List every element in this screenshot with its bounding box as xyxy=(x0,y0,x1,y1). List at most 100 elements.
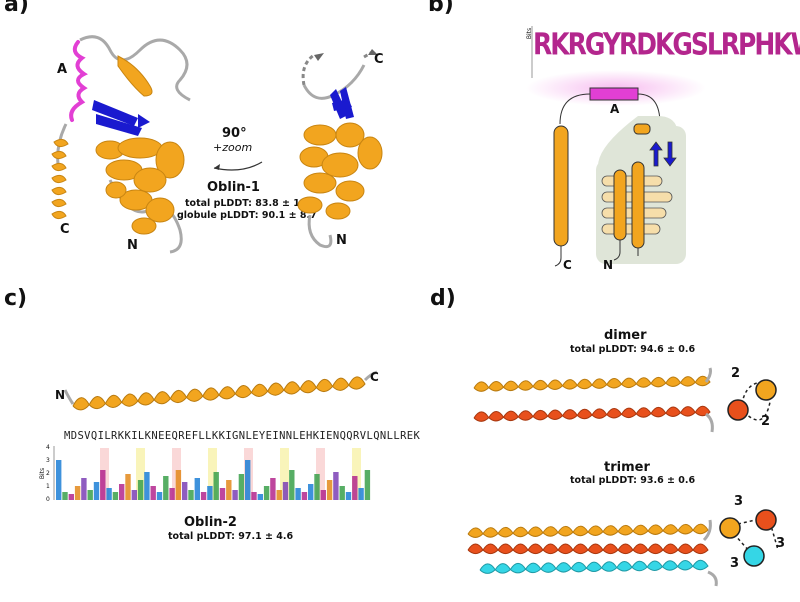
oblin2-helix xyxy=(63,370,378,411)
panel-a-label: a) xyxy=(4,0,29,17)
helix-turn xyxy=(169,389,188,404)
helix-turn xyxy=(616,561,633,572)
helix-turn xyxy=(332,377,350,391)
helix-turn xyxy=(503,380,519,392)
topology-n-terminus: N xyxy=(603,258,614,272)
helix-turn xyxy=(527,543,544,555)
helix-turn xyxy=(692,543,709,555)
logo-column xyxy=(320,490,326,500)
logo-column xyxy=(175,470,182,500)
helix-turn xyxy=(283,381,301,395)
logo-column xyxy=(289,470,295,500)
logo-column xyxy=(93,482,100,500)
helix-turn xyxy=(497,526,514,538)
helix-turn xyxy=(557,543,574,555)
dimer-contact-top: 2 xyxy=(731,366,741,381)
trimer-contact-top: 3 xyxy=(734,494,744,509)
helix-turn xyxy=(299,380,317,394)
topology-region-a: A xyxy=(610,102,620,116)
zoom-label: +zoom xyxy=(213,141,253,154)
logo-tick: 4 xyxy=(46,444,50,451)
dimer-title: dimer xyxy=(604,328,647,343)
logo-column xyxy=(295,488,301,500)
helix-turn xyxy=(497,543,514,555)
dimer-plddt: total pLDDT: 94.6 ± 0.6 xyxy=(570,344,696,355)
logo-highlight-band xyxy=(352,448,361,500)
helix-turn xyxy=(562,409,578,420)
helix-turn xyxy=(606,408,623,419)
logo-column xyxy=(106,488,112,500)
logo-highlight-band xyxy=(136,448,145,500)
helix-turn xyxy=(494,563,512,574)
trimer-contact-bottom: 3 xyxy=(730,556,740,571)
helix-turn xyxy=(591,408,608,419)
helix-turn xyxy=(621,407,637,419)
helix-turn xyxy=(587,525,604,536)
c-terminus-right: C xyxy=(374,52,384,67)
helix-turn xyxy=(677,523,694,535)
logo-column xyxy=(263,486,270,500)
rotation-arrow-icon xyxy=(213,161,263,171)
helix-turn xyxy=(532,409,549,421)
helix-turn xyxy=(72,397,90,411)
helix-turn xyxy=(88,395,107,410)
logo-column xyxy=(182,482,188,500)
helix-turn xyxy=(527,526,544,537)
logo-column xyxy=(213,472,219,500)
helix-turn xyxy=(647,524,664,535)
logo-column xyxy=(251,492,257,500)
logo-column xyxy=(301,492,308,500)
helix-turn xyxy=(503,410,519,422)
trimer-contact-diagram xyxy=(719,509,779,567)
logo-column xyxy=(326,480,333,500)
logo-column xyxy=(125,474,131,500)
helix-turn xyxy=(692,559,709,571)
logo-tick: 2 xyxy=(46,470,50,477)
panel-c-label: c) xyxy=(4,286,28,311)
logo-column xyxy=(257,494,263,500)
helix-turn xyxy=(562,379,578,390)
helix-turn xyxy=(680,406,696,417)
dimer-contact-diagram xyxy=(727,379,777,421)
helix-turn xyxy=(576,378,593,390)
helix-turn xyxy=(137,392,155,406)
helix-turn xyxy=(662,524,679,535)
helix-turn xyxy=(488,411,505,422)
helix-turn xyxy=(479,563,496,574)
logo-tick: 0 xyxy=(46,496,50,503)
logo-column xyxy=(238,474,245,500)
oblin2-sequence-logo xyxy=(53,446,371,500)
helix-turn xyxy=(234,384,253,399)
helix-turn xyxy=(467,527,484,538)
helix-turn xyxy=(602,525,619,536)
rotation-label: 90° xyxy=(222,126,247,141)
helix-turn xyxy=(488,381,505,392)
panel-c: c) N C MDSVQILRKKILKNEEQREFLLKKIGNLEYEIN… xyxy=(0,280,420,602)
helix-turn xyxy=(482,543,499,555)
logo-column xyxy=(131,490,137,500)
helix-turn xyxy=(512,526,529,538)
oblin2-sequence: MDSVQILRKKILKNEEQREFLLKKIGNLEYEINNLEHKIE… xyxy=(64,430,421,442)
logo-highlight-band xyxy=(208,448,217,500)
logo-column xyxy=(87,490,93,500)
logo-column xyxy=(314,474,320,500)
topology-diagram xyxy=(553,87,686,267)
helix-turn xyxy=(632,524,649,536)
helix-turn xyxy=(632,543,649,555)
trimer-title: trimer xyxy=(604,460,650,475)
logo-column xyxy=(352,476,358,500)
oblin1-structure-left xyxy=(51,35,191,254)
helix-turn xyxy=(617,524,634,536)
logo-column xyxy=(81,478,87,500)
helix-turn xyxy=(661,560,679,571)
helix-turn xyxy=(186,388,204,402)
helix-turn xyxy=(202,387,220,401)
logo-letters-b: RKRGYRDKGSLRPHKWL xyxy=(533,27,800,62)
n-terminus-right: N xyxy=(336,233,347,248)
helix-turn xyxy=(680,376,696,387)
helix-turn xyxy=(585,561,603,573)
helix-turn xyxy=(532,379,549,391)
helix-turn xyxy=(587,543,604,555)
panel-b-label: b) xyxy=(428,0,454,17)
helix-turn xyxy=(267,382,285,396)
